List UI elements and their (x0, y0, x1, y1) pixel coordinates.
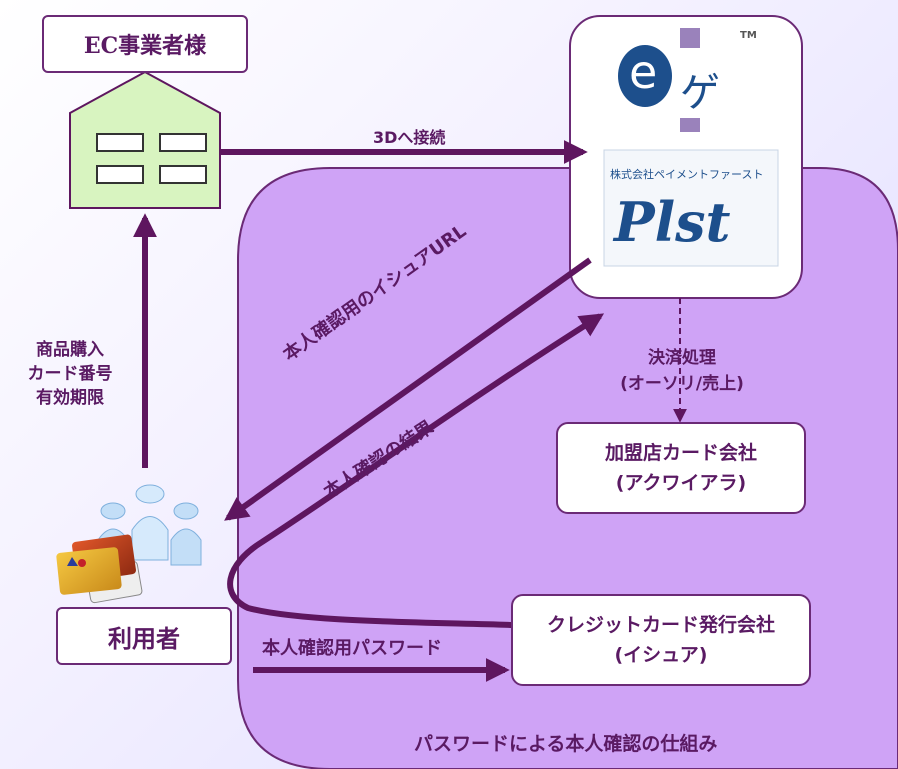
egate-logo-kana: ゲ (680, 70, 720, 116)
purchase-info-line1: 商品購入 (36, 340, 104, 360)
connect-3d-label: 3Dへ接続 (373, 128, 446, 147)
credit-cards-icon (56, 534, 143, 604)
auth-result-arrow (227, 313, 605, 628)
settlement-line2: (オーソリ/売上) (620, 374, 744, 394)
egate-logo-icon (618, 28, 700, 132)
purchase-info-line2: カード番号 (27, 364, 113, 384)
settlement-label: 決済処理 (オーソリ/売上) (602, 345, 762, 397)
egate-logo-tm: TM (740, 30, 757, 41)
purchase-info-line3: 有効期限 (36, 388, 104, 408)
plst-logo-frame (603, 149, 779, 267)
plst-logo-company: 株式会社ペイメントファースト (610, 168, 764, 181)
ec-merchant-label: EC事業者様 (83, 33, 207, 59)
purchase-info-label: 商品購入 カード番号 有効期限 (5, 338, 135, 410)
acquirer-line2: (アクワイアラ) (615, 472, 747, 494)
house-icon (69, 70, 221, 209)
acquirer-box: 加盟店カード会社 (アクワイアラ) (556, 422, 806, 514)
user-box: 利用者 (56, 607, 232, 665)
issuer-line1: クレジットカード発行会社 (546, 614, 775, 636)
egate-logo-letter: e (629, 45, 658, 99)
issuer-box: クレジットカード発行会社 (イシュア) (511, 594, 811, 686)
acquirer-line1: 加盟店カード会社 (604, 442, 757, 464)
issuer-line2: (イシュア) (614, 644, 708, 666)
password-label: 本人確認用パスワード (262, 638, 442, 659)
area-caption: パスワードによる本人確認の仕組み (414, 733, 718, 755)
user-label: 利用者 (108, 624, 180, 653)
issuer-url-arrow (224, 257, 592, 521)
ec-merchant-box: EC事業者様 (42, 15, 248, 73)
settlement-line1: 決済処理 (648, 348, 716, 368)
plst-logo-name: Plst (614, 190, 731, 254)
